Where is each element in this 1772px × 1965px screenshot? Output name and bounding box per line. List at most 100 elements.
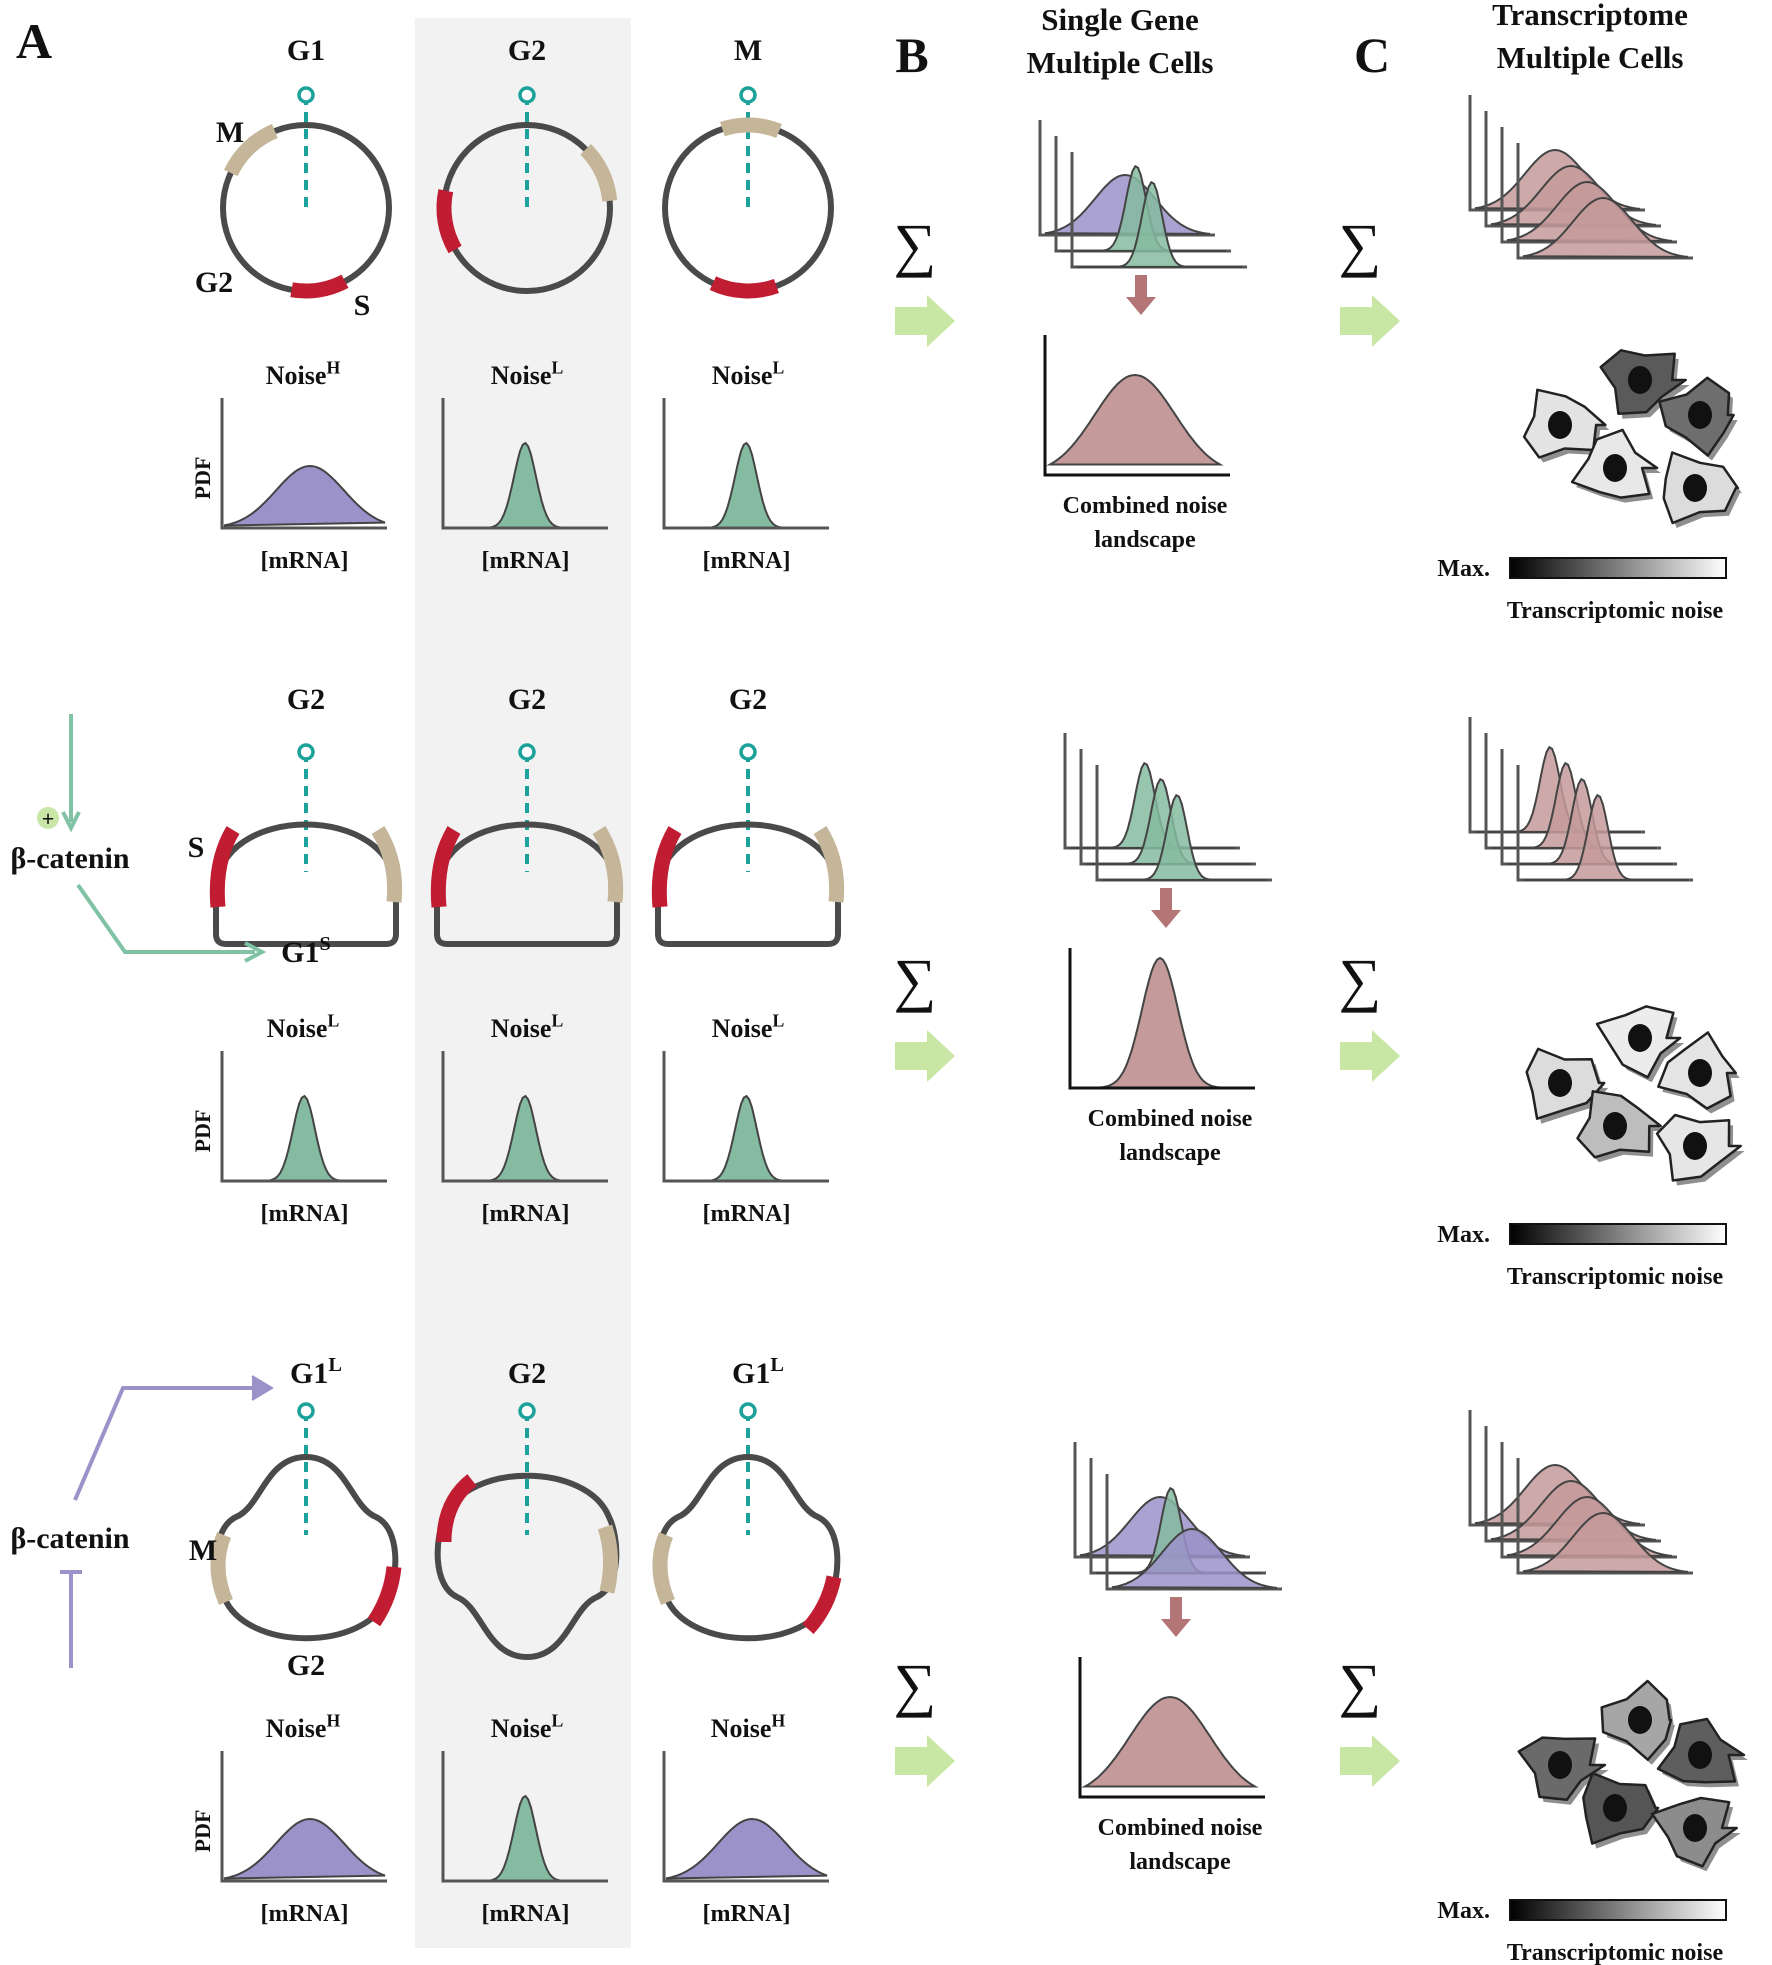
s-phase-segment-2-1-0	[209, 826, 240, 908]
m-phase-segment-2-1-1	[371, 826, 403, 903]
noise-label: NoiseL	[712, 1011, 785, 1043]
combined-axes-1	[1043, 335, 1230, 477]
noise-label: NoiseH	[711, 1711, 786, 1743]
max-label: Max.	[1437, 556, 1490, 582]
mrna-axis-label: [mRNA]	[482, 1901, 570, 1927]
sum-arrow-b1	[895, 295, 955, 347]
noise-label-sup: L	[772, 1011, 784, 1031]
phase-label-base: G1	[290, 1357, 328, 1390]
m-phase-segment-3-3-0	[652, 1532, 675, 1605]
noise-label-sup: L	[772, 358, 784, 378]
sigma-symbol-b1: ∑	[894, 212, 937, 278]
s-phase-label: S	[188, 831, 205, 864]
noise-gradient-bar-3	[1509, 1899, 1727, 1921]
cell-3-3-nucleus	[1688, 1741, 1712, 1769]
noise-label-base: Noise	[266, 1714, 327, 1743]
cell-3-2-nucleus	[1628, 1706, 1652, 1734]
cell-cycle-ring-1-3	[661, 122, 835, 294]
beta-catenin-label-2: β-catenin	[10, 1522, 129, 1555]
s-phase-segment-2-2-0	[430, 826, 461, 908]
s-phase-label: S	[354, 289, 371, 322]
pdf-axes-1-2	[441, 398, 608, 530]
combined-landscape-curve-2	[1075, 956, 1245, 1089]
transcriptomic-noise-label: Transcriptomic noise	[1507, 1264, 1724, 1290]
checkpoint-pin-3-2	[518, 1402, 536, 1420]
panel-label-b: B	[895, 27, 928, 83]
checkpoint-pin-2-1	[297, 743, 315, 761]
distribution-curve-1-3	[666, 441, 827, 529]
cell-cycle-ring-3-2	[434, 1472, 620, 1661]
g2-phase-label: G2	[195, 266, 233, 299]
checkpoint-pin-3-1	[297, 1402, 315, 1420]
checkpoint-pin-2-2	[518, 743, 536, 761]
checkpoint-pin-1-3	[739, 86, 757, 104]
stack-curve-c1-3	[1522, 196, 1689, 258]
checkpoint-pin-3-3	[739, 1402, 757, 1420]
stack-axes-c3-3	[1516, 1458, 1693, 1575]
distribution-curve-2-1	[224, 1094, 385, 1182]
noise-label-base: Noise	[491, 1714, 552, 1743]
s-phase-segment-3-3-1	[802, 1575, 842, 1635]
pdf-axis-label: PDF	[190, 1810, 215, 1853]
m-phase-segment-1-3-0	[720, 117, 782, 139]
reduce-arrow-2	[1151, 888, 1181, 928]
sigma-symbol-c1: ∑	[1339, 212, 1382, 278]
cell-1-5-nucleus	[1683, 474, 1707, 502]
m-phase-label: M	[189, 1534, 217, 1567]
phase-label: G2	[508, 1357, 546, 1390]
noise-label-sup: L	[551, 1711, 563, 1731]
transcriptomic-noise-label: Transcriptomic noise	[1507, 598, 1724, 624]
mrna-axis-label: [mRNA]	[261, 1201, 349, 1227]
cell-2-2-nucleus	[1628, 1024, 1652, 1052]
cell-1-2-nucleus	[1628, 366, 1652, 394]
header-b-line2: Multiple Cells	[1027, 45, 1214, 80]
cell-cycle-ring-3-1	[213, 1453, 399, 1642]
checkpoint-pin-2-3	[739, 743, 757, 761]
combined-label-1: Combined noise	[1098, 1815, 1263, 1841]
noise-label-sup: H	[326, 1711, 340, 1731]
noise-label-base: Noise	[267, 1014, 328, 1043]
sigma-symbol-b2: ∑	[894, 947, 937, 1013]
distribution-curve-3-3	[665, 1817, 828, 1880]
pdf-axes-1-1	[220, 398, 387, 530]
beta-catenin-label-1: β-catenin	[10, 842, 129, 875]
phase-label-base: G2	[508, 34, 546, 67]
panel-label-a: A	[16, 13, 52, 69]
s-phase-segment-3-2-0	[436, 1474, 477, 1543]
cell-1-1-nucleus	[1548, 411, 1572, 439]
plus-badge	[37, 807, 59, 829]
stack-curve-b2-2	[1102, 793, 1267, 881]
noise-label: NoiseL	[267, 1011, 340, 1043]
panel-c-row-2: Max.Transcriptomic noise	[1437, 717, 1745, 1290]
s-phase-segment-3-1-1	[367, 1566, 402, 1627]
sum-arrow-c1	[1340, 295, 1400, 347]
header-c-line1: Transcriptome	[1492, 0, 1688, 32]
cell-2-3-nucleus	[1688, 1059, 1712, 1087]
beta-g1l-path	[73, 1386, 255, 1501]
sigma-symbol-c2: ∑	[1339, 947, 1382, 1013]
m-phase-segment-1-1-0	[224, 124, 278, 177]
phase-label: G1	[287, 34, 325, 67]
noise-label-base: Noise	[491, 1014, 552, 1043]
pdf-axes-2-3	[662, 1051, 829, 1183]
phase-label: G2	[287, 683, 325, 716]
noise-label-base: Noise	[266, 361, 327, 390]
cell-cycle-ring-3-3	[655, 1453, 841, 1642]
checkpoint-pin-1-2	[518, 86, 536, 104]
noise-label-sup: H	[326, 358, 340, 378]
noise-label-base: Noise	[712, 361, 773, 390]
noise-label-sup: L	[551, 358, 563, 378]
plus-sign: +	[42, 806, 55, 831]
phase-label: G1L	[290, 1354, 342, 1390]
stack-curve-c2-3	[1523, 793, 1688, 881]
combined-axes-3	[1078, 1657, 1265, 1799]
distribution-curve-2-3	[666, 1094, 827, 1182]
pdf-axes-2-2	[441, 1051, 608, 1183]
